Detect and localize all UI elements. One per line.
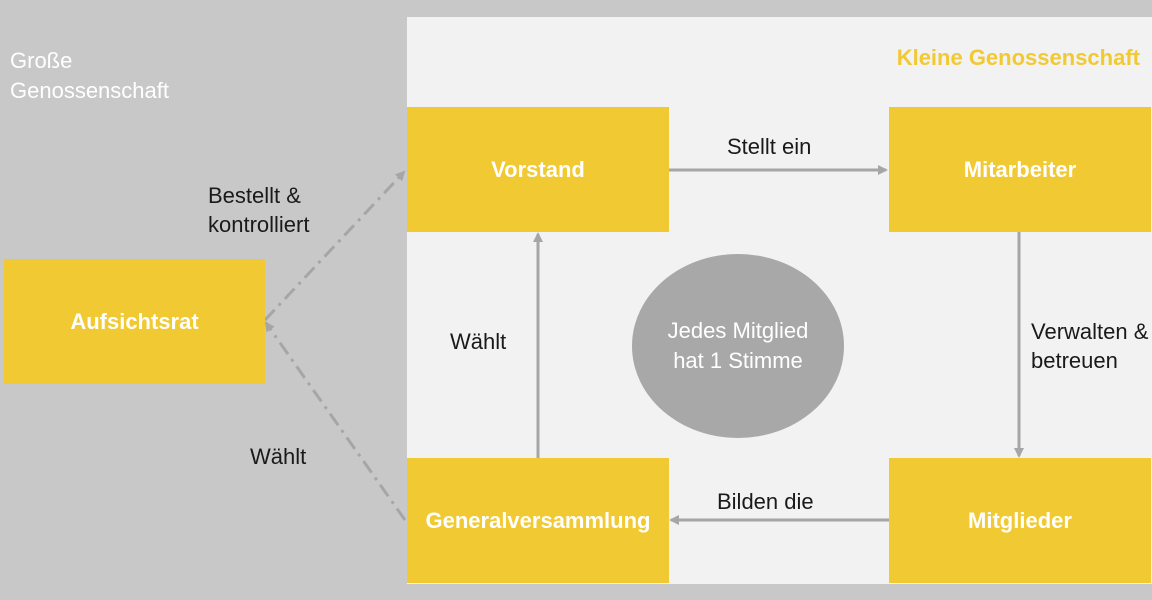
label-waehlt-aufsichtsrat: Wählt: [250, 444, 307, 469]
node-generalversammlung: Generalversammlung: [407, 458, 669, 583]
label-stellt-ein: Stellt ein: [727, 134, 812, 159]
center-note-text: Jedes Mitglied hat 1 Stimme: [667, 318, 809, 373]
arrow-waehlt-aufsichtsrat: [264, 321, 407, 521]
center-note-circle: Jedes Mitglied hat 1 Stimme: [632, 254, 844, 438]
label-bestellt-kontrolliert: Bestellt & kontrolliert: [208, 183, 310, 237]
label-bilden-die: Bilden die: [717, 489, 814, 514]
node-mitarbeiter: Mitarbeiter: [889, 107, 1151, 232]
node-aufsichtsrat: Aufsichtsrat: [4, 259, 265, 384]
arrow-bestellt-kontrolliert: [263, 170, 406, 322]
inner-title: Kleine Genossenschaft: [896, 45, 1140, 70]
node-vorstand: Vorstand: [407, 107, 669, 232]
outer-title: Große Genossenschaft: [10, 48, 169, 103]
label-waehlt-vorstand: Wählt: [450, 329, 507, 354]
node-mitglieder: Mitglieder: [889, 458, 1151, 583]
label-verwalten-betreuen: Verwalten & betreuen: [1031, 319, 1149, 373]
